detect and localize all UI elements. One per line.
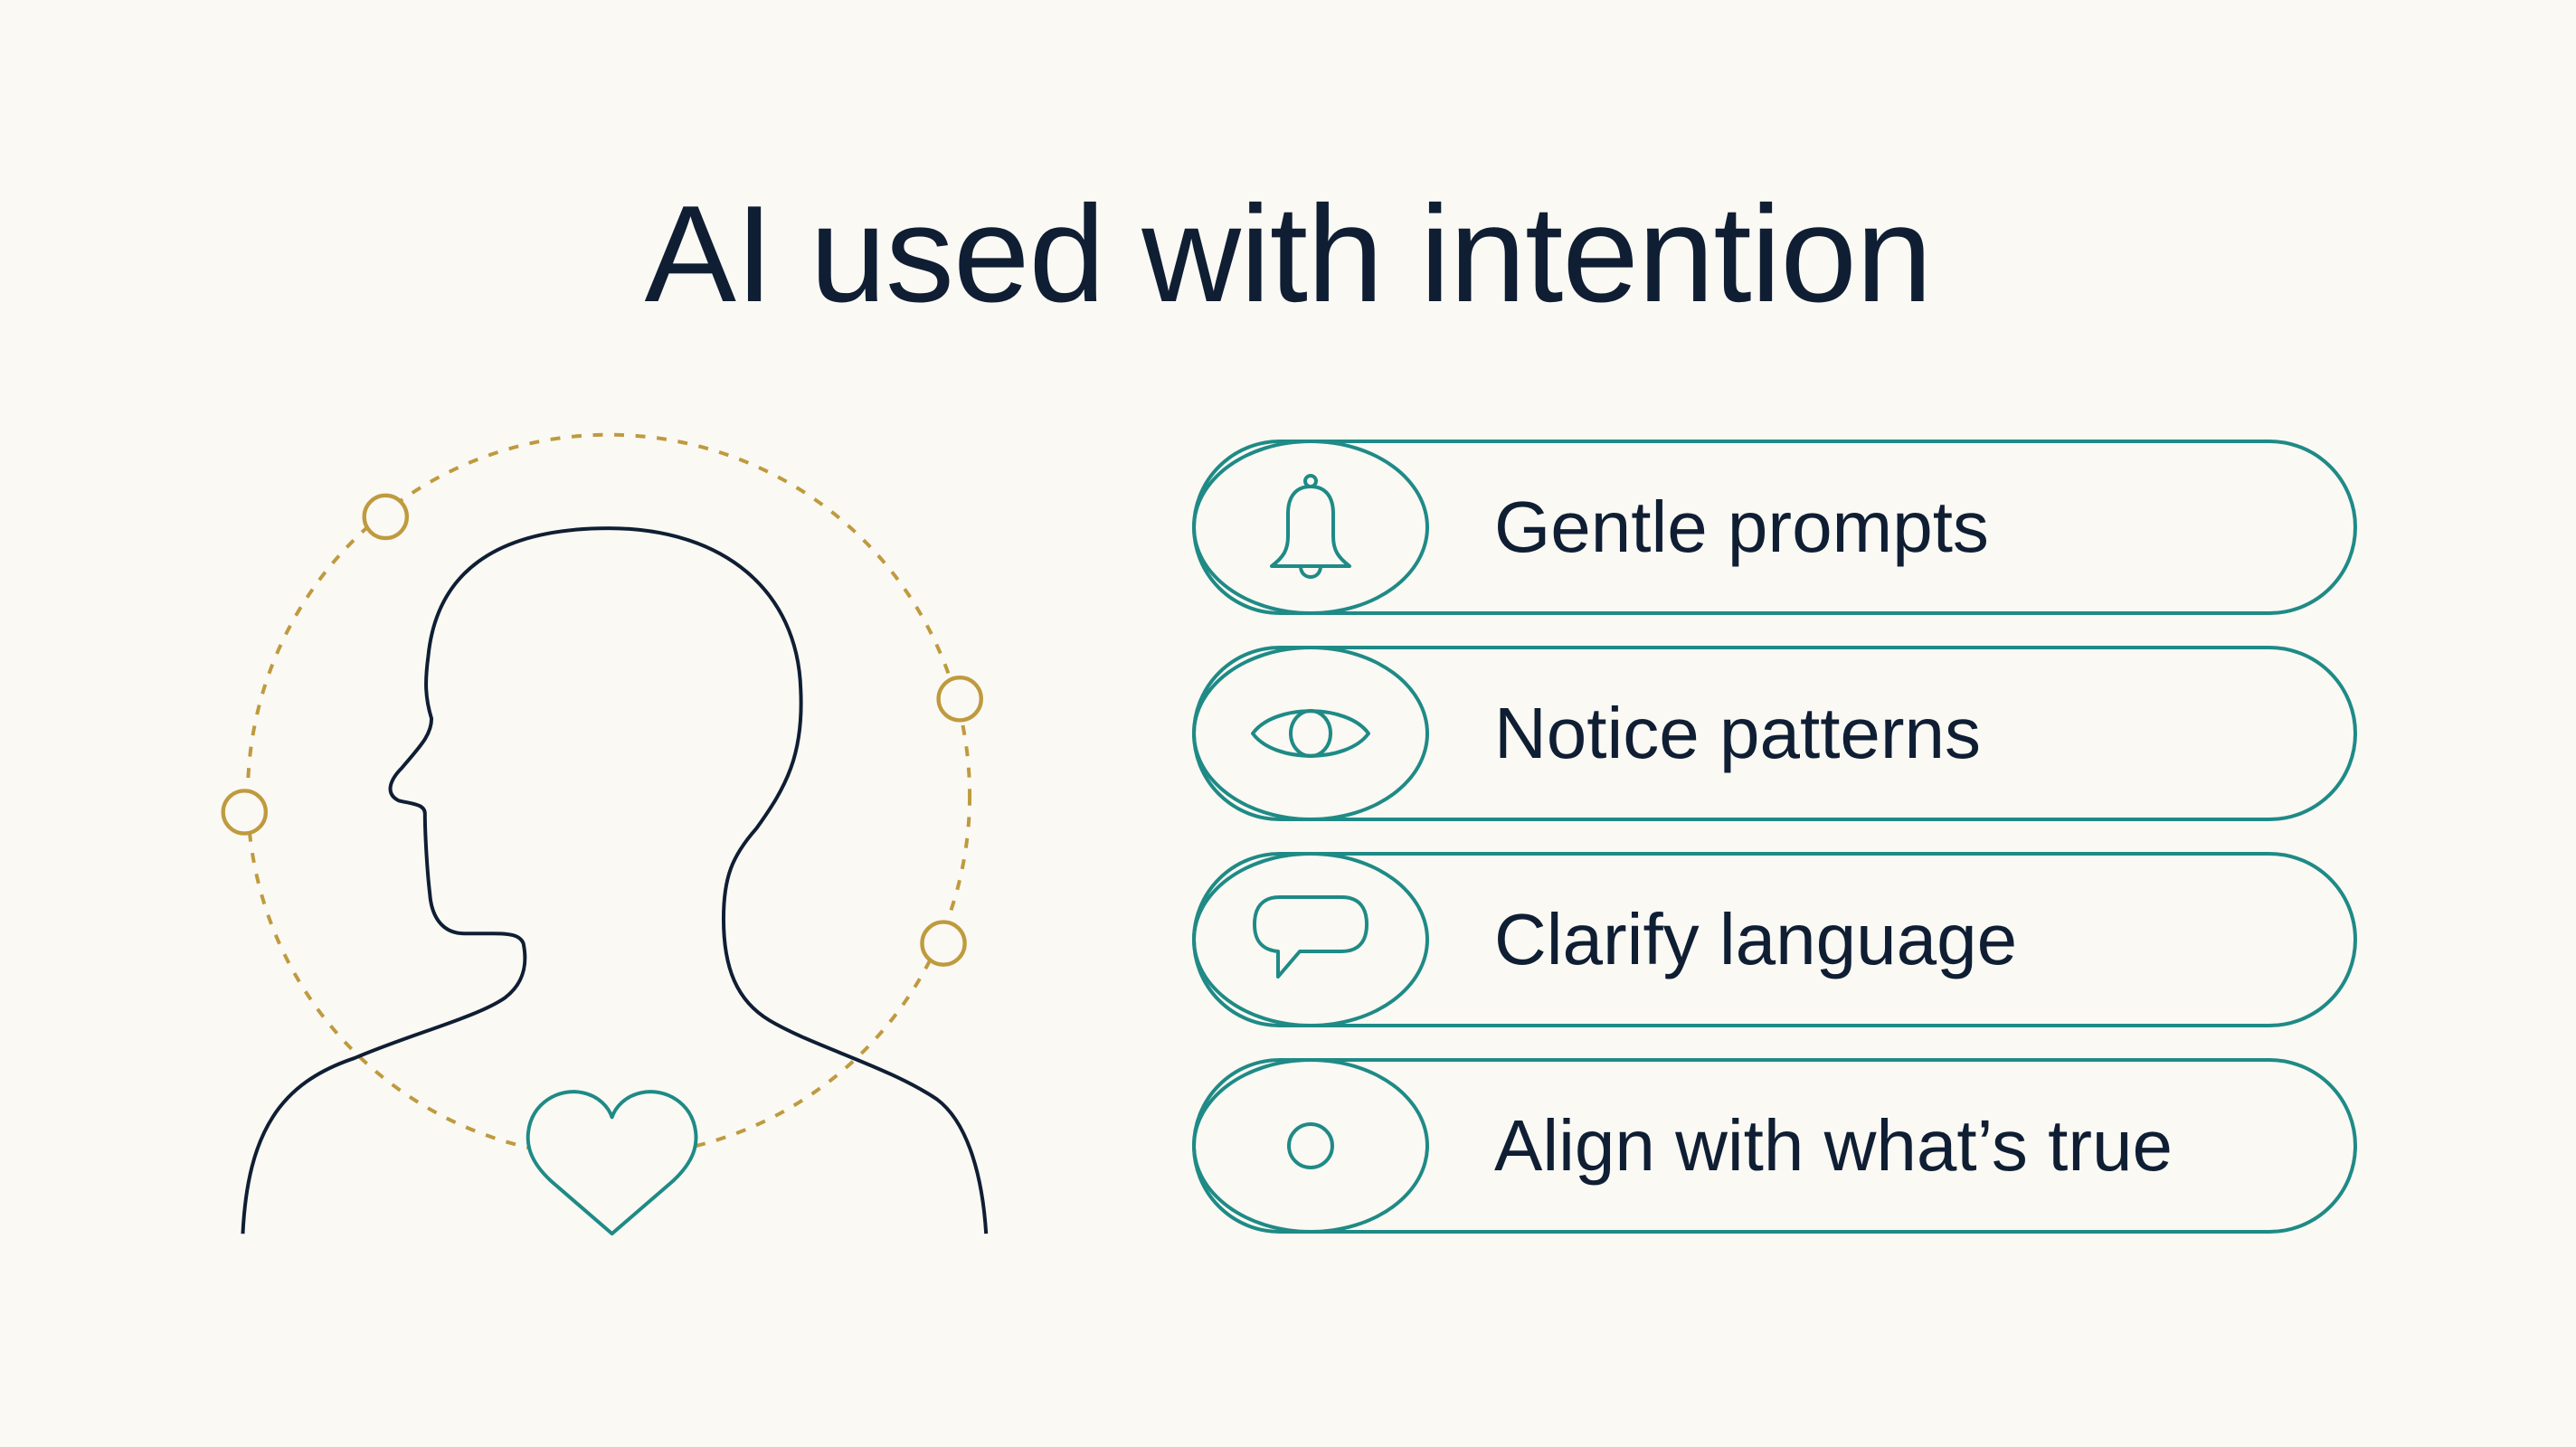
bell-icon <box>1270 474 1351 579</box>
list-item-align-with-whats-true: Align with what’s true <box>1192 1058 2357 1234</box>
heart-icon <box>526 1090 698 1236</box>
circle-icon <box>1287 1122 1334 1169</box>
item-label: Gentle prompts <box>1494 487 1989 567</box>
list-item-clarify-language: Clarify language <box>1192 852 2357 1027</box>
page-title: AI used with intention <box>644 177 1933 331</box>
icon-badge <box>1192 646 1429 821</box>
person-silhouette-icon <box>241 526 989 1234</box>
orbit-node-icon <box>221 789 269 836</box>
item-label: Clarify language <box>1494 899 2018 979</box>
orbit-node-icon <box>920 920 967 967</box>
item-label: Notice patterns <box>1494 693 1982 773</box>
dashed-orbit <box>245 432 972 1159</box>
icon-badge <box>1192 440 1429 615</box>
speech-bubble-icon <box>1253 895 1368 979</box>
item-label: Align with what’s true <box>1494 1105 2173 1186</box>
eye-icon <box>1251 709 1370 758</box>
orbit-node-icon <box>362 493 410 541</box>
orbit-node-icon <box>936 676 983 723</box>
icon-badge <box>1192 1058 1429 1234</box>
list-item-notice-patterns: Notice patterns <box>1192 646 2357 821</box>
icon-badge <box>1192 852 1429 1027</box>
list-item-gentle-prompts: Gentle prompts <box>1192 440 2357 615</box>
